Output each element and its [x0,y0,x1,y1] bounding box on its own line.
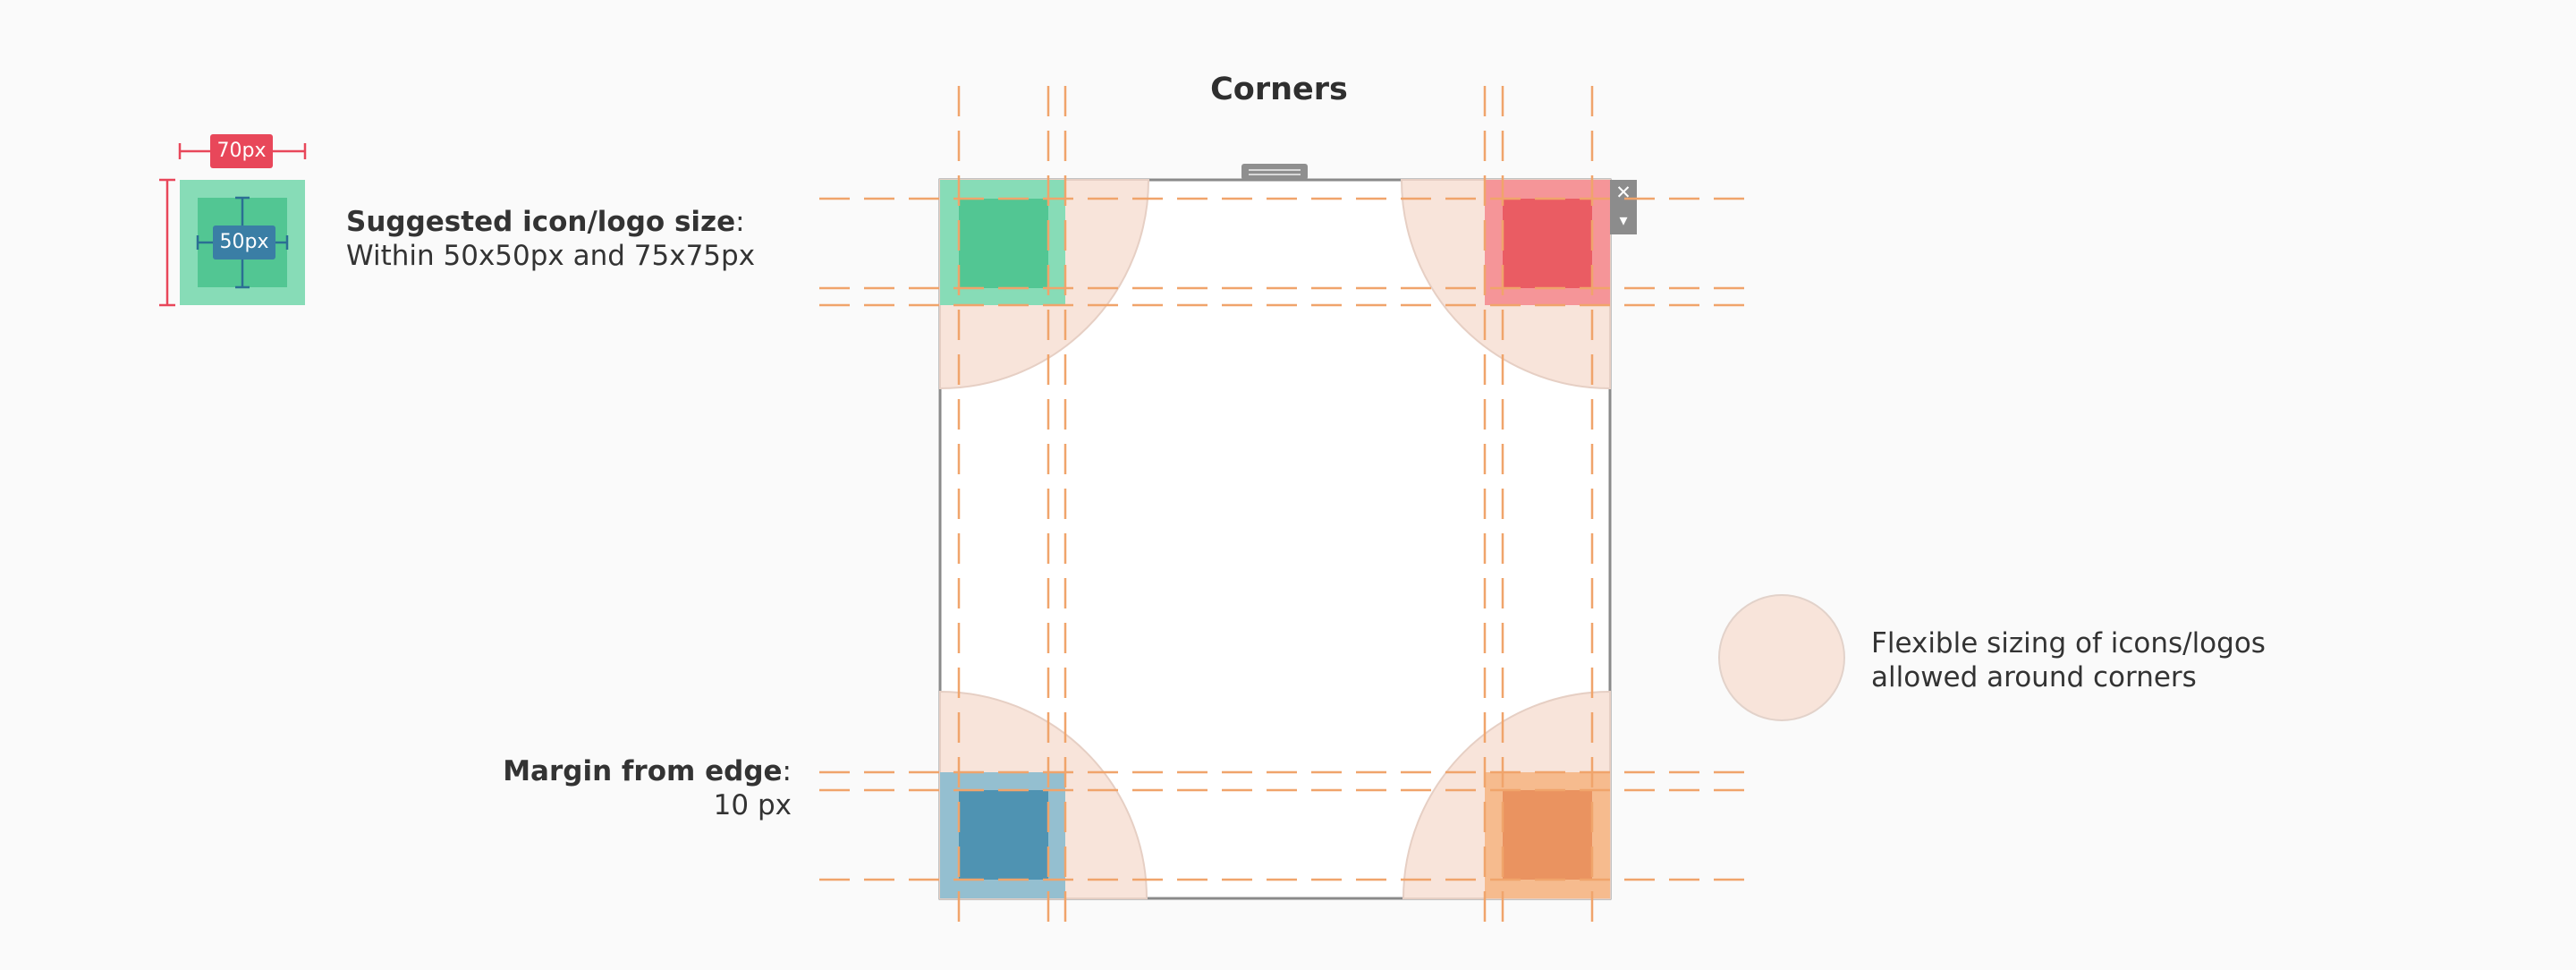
diagram-title: Corners [1210,72,1348,107]
flexible-sizing-label: Flexible sizing of icons/logos allowed a… [1871,626,2266,694]
horizontal-guides [819,197,1758,881]
flexible-sizing-line-2: allowed around corners [1871,661,2197,693]
flexible-sizing-line-1: Flexible sizing of icons/logos [1871,627,2266,659]
margin-detail: 10 px [713,789,792,821]
size-badge-70px: 70px [210,134,273,168]
flexible-zone-swatch [1718,594,1845,721]
suggested-size-colon: : [735,206,745,238]
close-icon[interactable]: ✕ [1615,182,1631,203]
chevron-down-icon[interactable]: ▾ [1619,211,1628,230]
icon-top-left-inner [959,199,1048,288]
window-control-panel [1610,180,1637,234]
suggested-size-label: Suggested icon/logo size: Within 50x50px… [346,205,755,273]
suggested-size-heading: Suggested icon/logo size [346,206,736,238]
icon-bottom-right-inner [1503,790,1592,880]
drag-handle[interactable] [1241,164,1308,180]
margin-label: Margin from edge: 10 px [501,754,792,822]
margin-colon: : [782,755,792,787]
suggested-size-detail: Within 50x50px and 75x75px [346,240,756,272]
size-badge-50px: 50px [213,225,275,260]
margin-heading: Margin from edge [503,755,783,787]
icon-top-right-inner [1503,199,1592,288]
icon-bottom-left-inner [959,790,1048,880]
vertical-guides [957,86,1594,931]
